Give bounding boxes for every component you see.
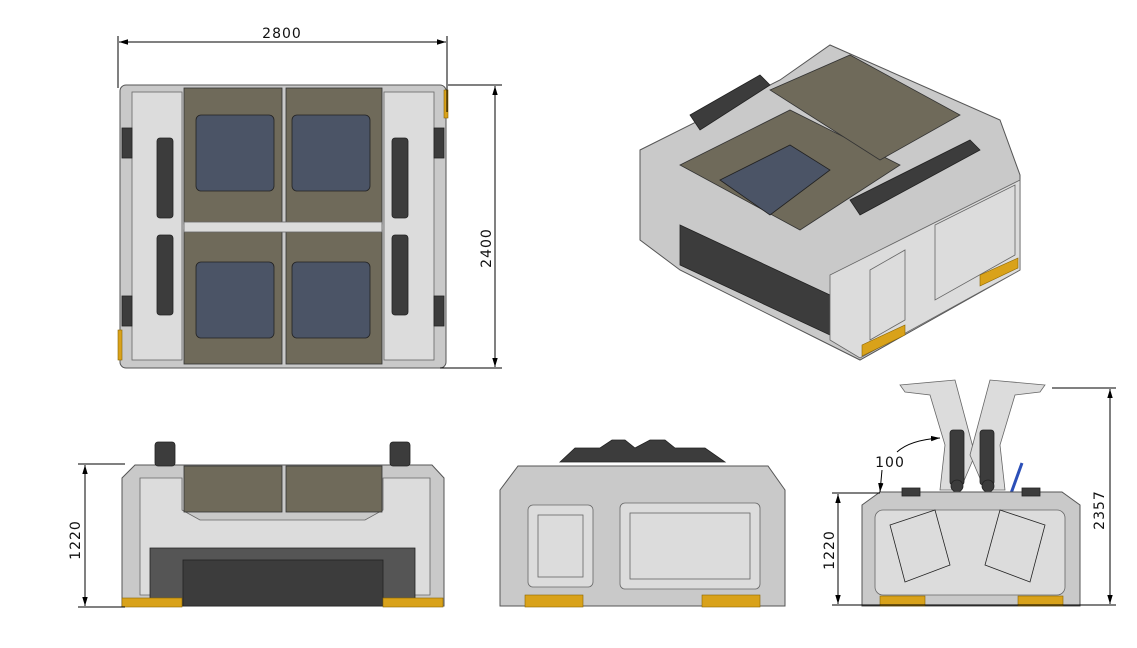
dim-label-2800: 2800 (262, 26, 302, 42)
end-view (861, 379, 1081, 607)
top-view (117, 84, 449, 369)
dimension-lid-offset: 100 (875, 435, 941, 493)
dim-label-2357: 2357 (1092, 490, 1108, 530)
dimension-top-width: 2800 (117, 26, 448, 112)
dim-label-1220-front: 1220 (68, 520, 84, 560)
dim-label-2400: 2400 (479, 228, 495, 268)
dim-label-1220-end: 1220 (822, 530, 838, 570)
front-view (121, 441, 445, 608)
dimension-end-total-height: 2357 (1052, 387, 1116, 604)
isometric-view (639, 44, 1021, 361)
dimension-front-height: 1220 (68, 463, 125, 608)
dimension-top-height: 2400 (440, 84, 502, 369)
side-view (499, 439, 786, 608)
dim-label-100: 100 (875, 455, 905, 471)
dimension-end-height: 1220 (822, 492, 1116, 606)
